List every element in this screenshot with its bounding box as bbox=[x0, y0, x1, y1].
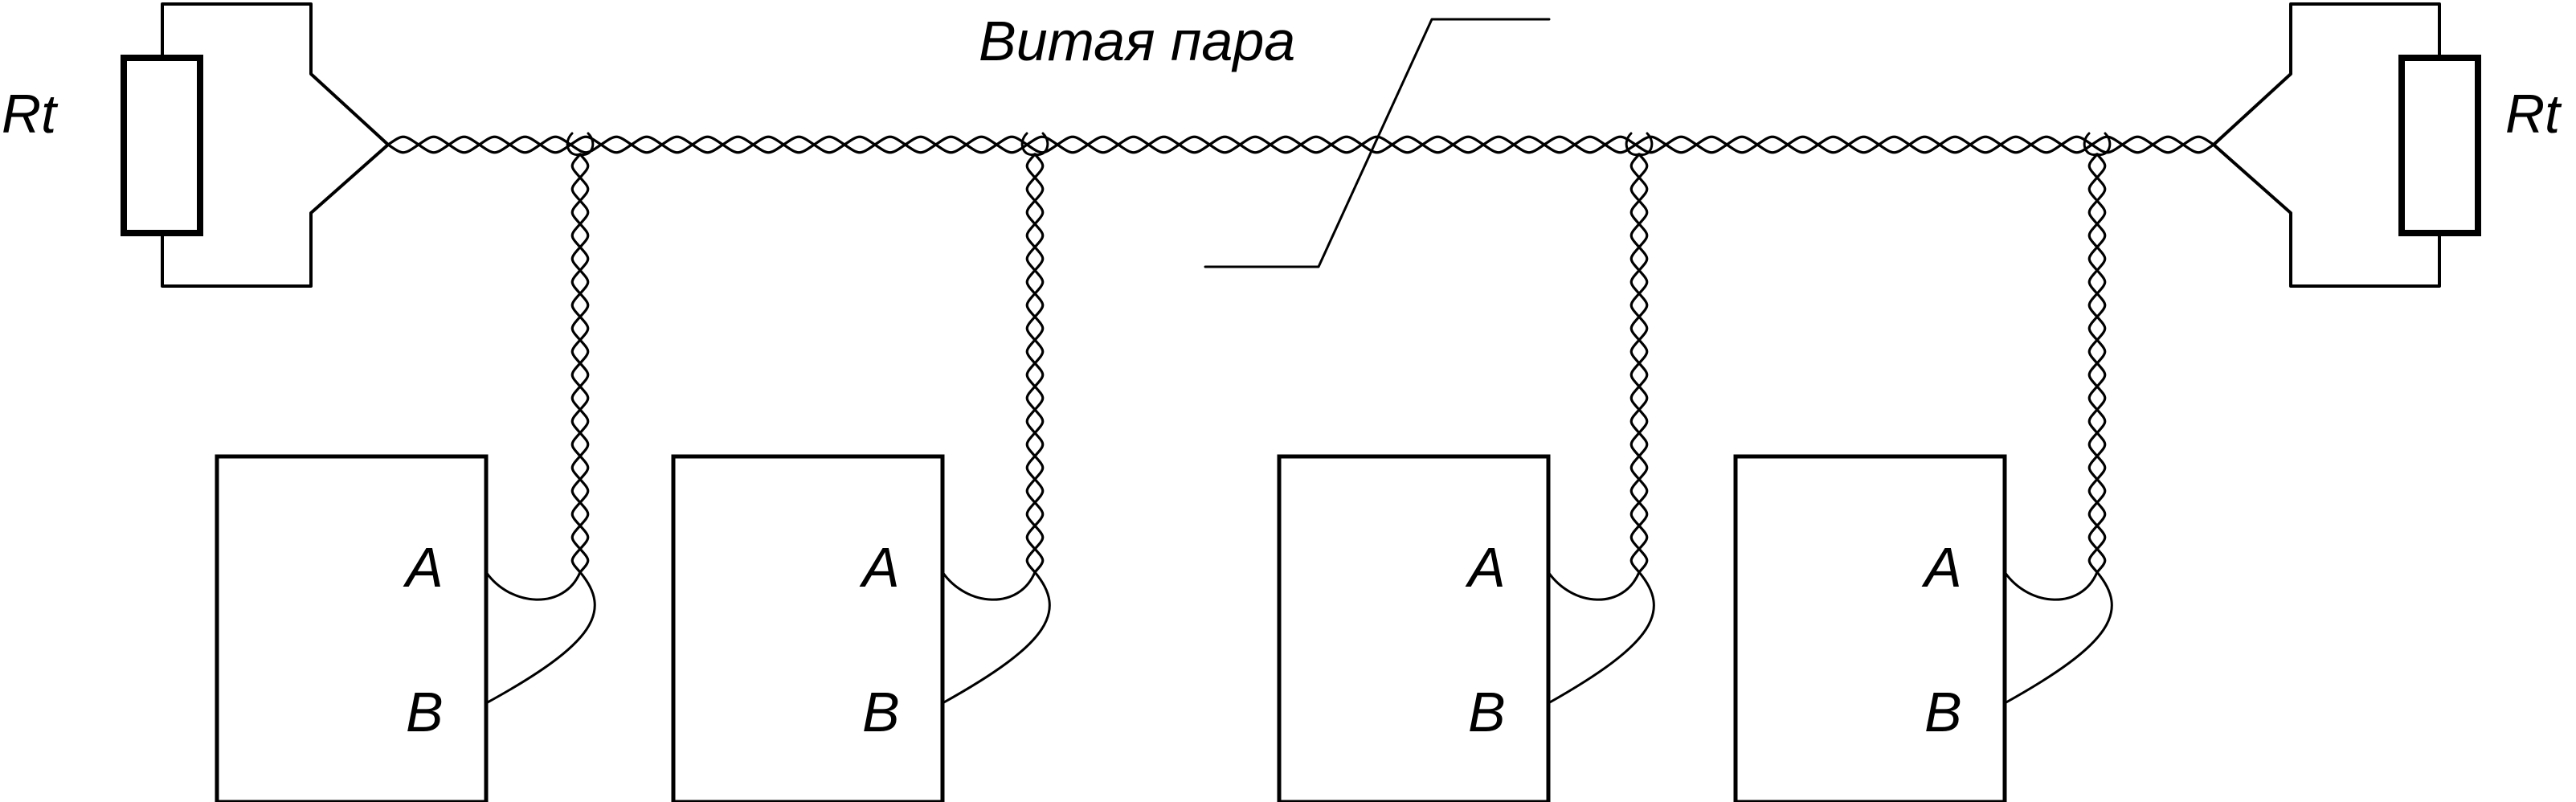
terminator-right: Rt bbox=[2212, 2, 2562, 288]
drop-2-twisted-pair bbox=[1025, 153, 1045, 574]
cable-callout: Витая пара bbox=[979, 10, 1551, 268]
drop-2-twisted-pair-conductor-2 bbox=[1025, 153, 1045, 574]
bus-twisted-pair-conductor-2 bbox=[386, 135, 2215, 154]
node-1-pin-a-label: A bbox=[403, 536, 444, 599]
node-2-pin-b-label: B bbox=[862, 681, 900, 743]
drop-1-wire-a bbox=[485, 571, 582, 601]
node-3-pin-a-label: A bbox=[1465, 536, 1506, 599]
terminator-left-label: Rt bbox=[2, 84, 59, 145]
drop-4-twisted-pair-conductor-2 bbox=[2087, 153, 2107, 574]
node-1-box bbox=[215, 454, 489, 802]
node-3: A B bbox=[1277, 454, 1551, 802]
node-2-box bbox=[671, 454, 945, 802]
drop-2 bbox=[941, 132, 1051, 705]
node-4-box bbox=[1733, 454, 2007, 802]
drop-3-twisted-pair bbox=[1629, 153, 1649, 574]
drop-4 bbox=[2003, 132, 2113, 705]
drop-4-wire-a bbox=[2003, 571, 2099, 601]
node-2-pin-a-label: A bbox=[859, 536, 900, 599]
drop-3-twisted-pair-conductor-2 bbox=[1629, 153, 1649, 574]
drop-1-twisted-pair bbox=[570, 153, 590, 574]
drop-2-wire-a bbox=[941, 571, 1037, 601]
cable-leader-line bbox=[1204, 18, 1551, 268]
bus-drops bbox=[485, 132, 2113, 705]
node-4-pin-a-label: A bbox=[1921, 536, 1962, 599]
bus-twisted-pair bbox=[386, 135, 2215, 154]
drop-1 bbox=[485, 132, 596, 705]
node-3-box bbox=[1277, 454, 1551, 802]
node-4-pin-b-label: B bbox=[1924, 681, 1962, 743]
terminator-left: Rt bbox=[2, 2, 390, 288]
drop-3 bbox=[1547, 132, 1655, 705]
node-1: A B bbox=[215, 454, 489, 802]
terminator-right-resistor bbox=[2398, 55, 2481, 236]
drop-2-wire-b bbox=[941, 571, 1051, 705]
node-1-pin-b-label: B bbox=[406, 681, 444, 743]
drop-4-wire-b bbox=[2003, 571, 2113, 705]
drop-3-wire-b bbox=[1547, 571, 1655, 705]
cable-label: Витая пара bbox=[979, 10, 1295, 72]
drop-4-twisted-pair bbox=[2087, 153, 2107, 574]
drop-1-twisted-pair-conductor-2 bbox=[570, 153, 590, 574]
terminator-left-resistor bbox=[121, 55, 203, 236]
node-4: A B bbox=[1733, 454, 2007, 802]
twisted-pair-bus bbox=[386, 135, 2215, 154]
node-2: A B bbox=[671, 454, 945, 802]
node-3-pin-b-label: B bbox=[1468, 681, 1506, 743]
drop-3-wire-a bbox=[1547, 571, 1641, 601]
drop-1-wire-b bbox=[485, 571, 596, 705]
terminator-right-label: Rt bbox=[2505, 84, 2562, 145]
